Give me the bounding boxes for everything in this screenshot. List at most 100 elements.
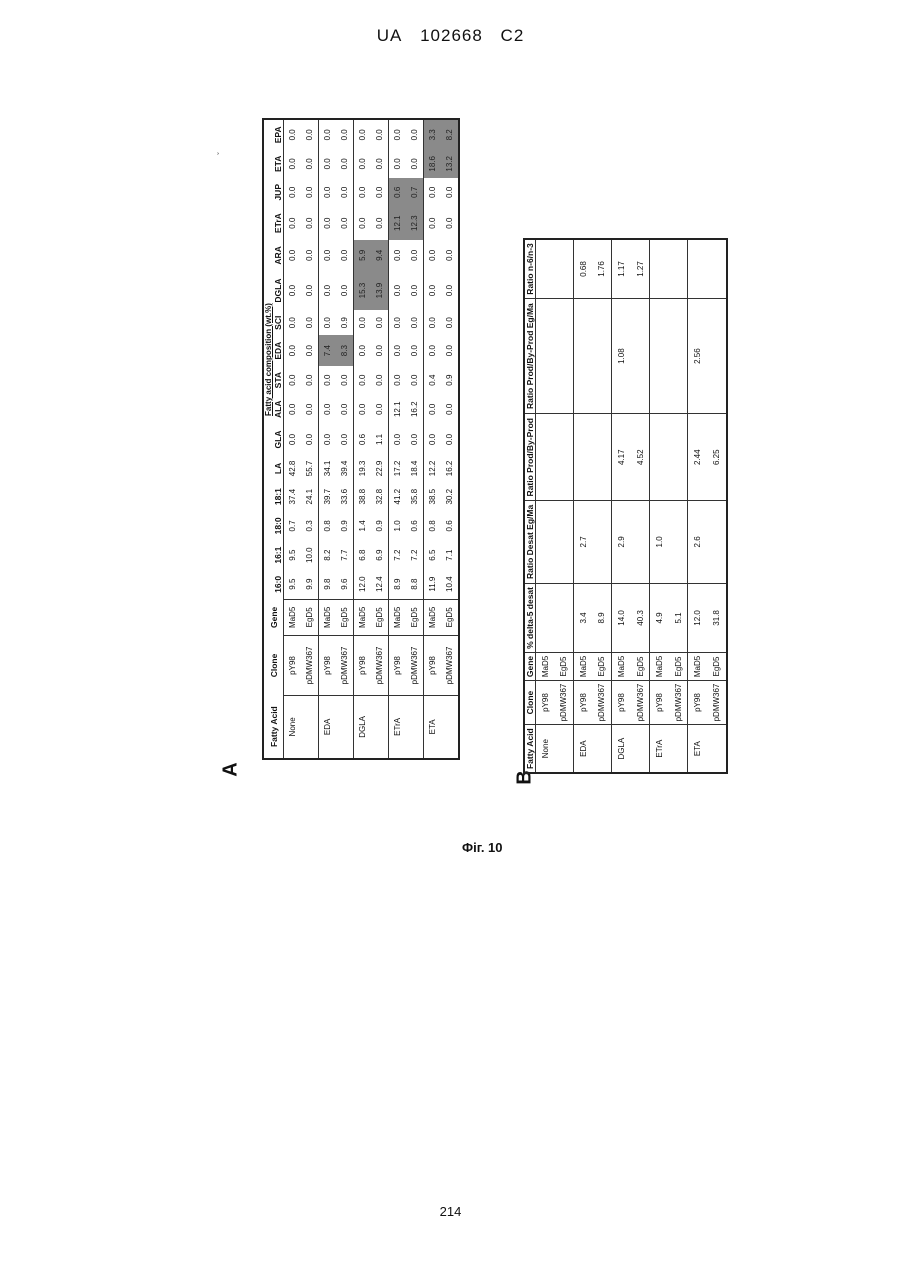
value-cell: 0.9 <box>441 366 459 394</box>
value-cell: 7.2 <box>388 541 405 570</box>
col-header: ETrA <box>273 207 284 240</box>
panel-a-label: A <box>220 762 243 776</box>
value-cell: 4.17 <box>612 414 631 501</box>
value-cell: 0.0 <box>441 271 459 310</box>
clone-cell: pY98 <box>353 636 370 696</box>
value-cell: 1.0 <box>388 511 405 540</box>
fatty-acid-cell: ETrA <box>650 725 669 773</box>
page-number: 214 <box>0 1204 901 1219</box>
gene-cell: MaD5 <box>574 653 593 680</box>
clone-cell: pY98 <box>284 636 301 696</box>
value-cell: 7.7 <box>336 541 353 570</box>
value-cell: 55.7 <box>301 455 318 482</box>
table-row: pDMW367EgD531.86.25 <box>707 239 727 773</box>
clone-cell: pY98 <box>536 680 555 725</box>
fatty-acid-cell: DGLA <box>353 695 370 759</box>
value-cell: 0.0 <box>388 366 405 394</box>
value-cell: 0.0 <box>388 271 405 310</box>
value-cell: 13.9 <box>371 271 388 310</box>
value-cell: 7.4 <box>318 335 335 366</box>
value-cell: 0.0 <box>423 310 440 335</box>
value-cell: 9.9 <box>301 570 318 599</box>
value-cell: 1.1 <box>371 424 388 455</box>
col-header: Clone <box>524 680 536 725</box>
col-header: LA <box>273 455 284 482</box>
value-cell: 0.0 <box>284 366 301 394</box>
value-cell: 0.0 <box>371 310 388 335</box>
col-header: Fatty Acid <box>524 725 536 773</box>
gene-cell: EgD5 <box>669 653 688 680</box>
table-row: ETrApY98MaD54.91.0 <box>650 239 669 773</box>
value-cell: 0.0 <box>318 366 335 394</box>
value-cell: 0.0 <box>301 178 318 207</box>
value-cell: 0.0 <box>318 119 335 150</box>
gene-cell: EgD5 <box>631 653 650 680</box>
value-cell: 12.3 <box>406 207 423 240</box>
value-cell <box>707 298 727 413</box>
value-cell <box>574 414 593 501</box>
value-cell: 0.0 <box>318 150 335 178</box>
value-cell: 0.0 <box>318 310 335 335</box>
value-cell: 9.6 <box>336 570 353 599</box>
value-cell: 33.6 <box>336 482 353 511</box>
value-cell: 7.2 <box>406 541 423 570</box>
value-cell: 0.0 <box>284 178 301 207</box>
gene-cell: MaD5 <box>388 599 405 636</box>
value-cell: 1.27 <box>631 239 650 298</box>
value-cell: 38.5 <box>423 482 440 511</box>
value-cell: 0.0 <box>301 310 318 335</box>
value-cell: 0.0 <box>353 150 370 178</box>
value-cell: 0.0 <box>284 240 301 271</box>
value-cell <box>574 298 593 413</box>
value-cell: 0.0 <box>318 271 335 310</box>
gene-cell: EgD5 <box>441 599 459 636</box>
value-cell: 0.3 <box>301 511 318 540</box>
value-cell: 0.0 <box>353 310 370 335</box>
value-cell: 2.9 <box>612 501 631 583</box>
value-cell: 0.0 <box>406 335 423 366</box>
value-cell: 35.8 <box>406 482 423 511</box>
value-cell: 6.5 <box>423 541 440 570</box>
table-row: DGLApY98MaD512.06.81.438.819.30.60.00.00… <box>353 119 370 759</box>
value-cell: 15.3 <box>353 271 370 310</box>
col-header: Ratio n-6/n-3 <box>524 239 536 298</box>
clone-cell: pDMW367 <box>406 636 423 696</box>
value-cell: 0.0 <box>284 310 301 335</box>
fatty-acid-cell <box>669 725 688 773</box>
value-cell <box>669 298 688 413</box>
clone-cell: pY98 <box>688 680 707 725</box>
value-cell: 7.1 <box>441 541 459 570</box>
value-cell: 4.52 <box>631 414 650 501</box>
value-cell: 0.0 <box>284 207 301 240</box>
value-cell: 0.0 <box>353 207 370 240</box>
value-cell: 0.0 <box>441 178 459 207</box>
value-cell <box>536 501 555 583</box>
value-cell: 8.2 <box>441 119 459 150</box>
value-cell: 31.8 <box>707 583 727 653</box>
value-cell: 0.0 <box>371 335 388 366</box>
value-cell: 0.0 <box>371 150 388 178</box>
value-cell: 0.0 <box>423 271 440 310</box>
value-cell: 0.0 <box>371 207 388 240</box>
value-cell: 0.0 <box>441 424 459 455</box>
value-cell: 5.9 <box>353 240 370 271</box>
col-header: Gene <box>524 653 536 680</box>
value-cell <box>536 239 555 298</box>
gene-cell: EgD5 <box>593 653 612 680</box>
value-cell: 0.0 <box>406 271 423 310</box>
value-cell: 0.7 <box>406 178 423 207</box>
col-header: DGLA <box>273 271 284 310</box>
value-cell: 1.76 <box>593 239 612 298</box>
value-cell: 0.0 <box>406 424 423 455</box>
gene-cell: EgD5 <box>707 653 727 680</box>
gene-cell: MaD5 <box>536 653 555 680</box>
value-cell: 16.2 <box>441 455 459 482</box>
value-cell: 0.0 <box>441 335 459 366</box>
value-cell: 12.1 <box>388 394 405 424</box>
value-cell: 0.0 <box>371 119 388 150</box>
fatty-acid-cell: ETA <box>688 725 707 773</box>
clone-cell: pDMW367 <box>707 680 727 725</box>
value-cell <box>555 414 574 501</box>
table-row: ETApY98MaD511.96.50.838.512.20.00.00.40.… <box>423 119 440 759</box>
col-header: 16:1 <box>273 541 284 570</box>
